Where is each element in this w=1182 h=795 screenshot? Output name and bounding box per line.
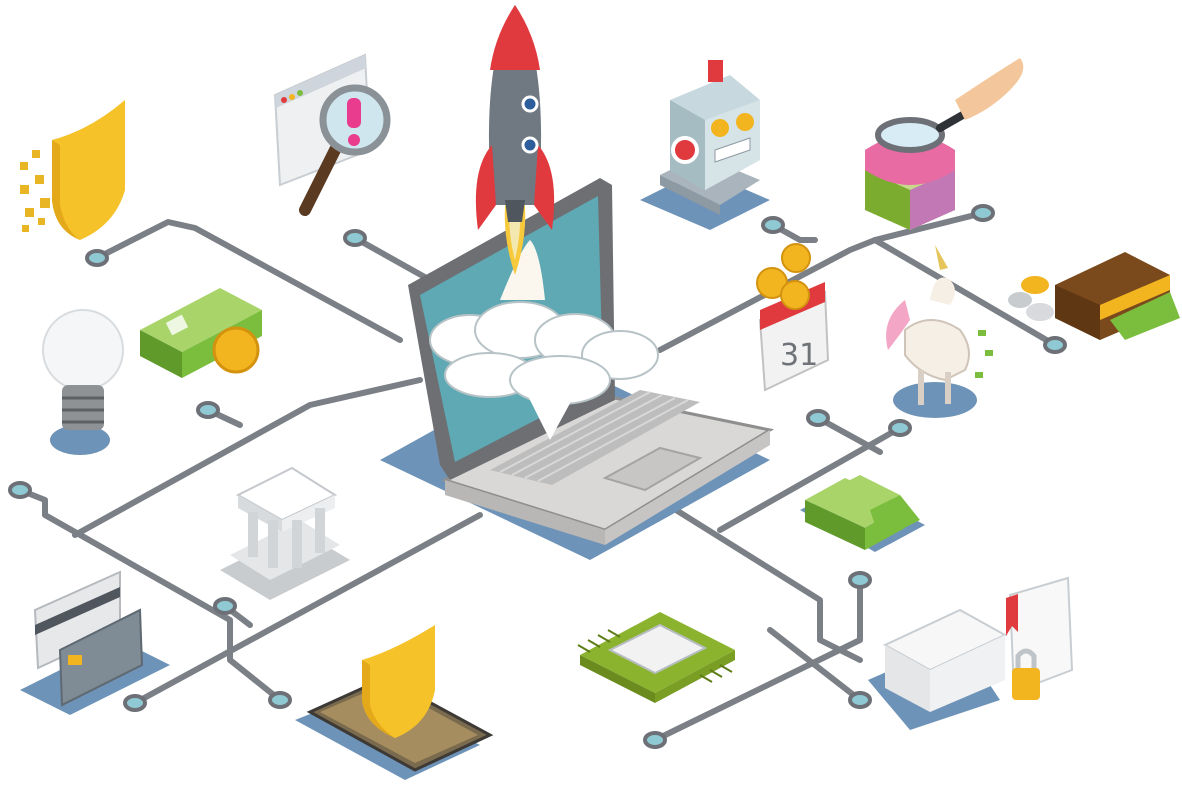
smartphone-shield-icon bbox=[295, 625, 494, 780]
documents-lock-icon bbox=[868, 576, 1074, 730]
circuit-node bbox=[761, 216, 785, 234]
money-coin-icon bbox=[140, 288, 262, 378]
circuit-lines bbox=[17, 210, 1058, 743]
light-bulb-icon bbox=[42, 309, 124, 455]
microchip-icon bbox=[577, 612, 735, 703]
circuit-node bbox=[213, 597, 237, 615]
shield-icon bbox=[20, 100, 125, 240]
calendar-coins-icon: 31 bbox=[756, 243, 830, 392]
magnifier-browser-icon bbox=[273, 53, 391, 216]
pie-chart-magnifier-icon bbox=[865, 58, 1024, 230]
circuit-node bbox=[848, 691, 872, 709]
bank-icon bbox=[220, 466, 350, 600]
calendar-day-text: 31 bbox=[780, 338, 818, 373]
circuit-node bbox=[971, 204, 995, 222]
circuit-nodes bbox=[8, 204, 1067, 749]
credit-cards-icon bbox=[20, 570, 170, 715]
cloud-smoke-icon bbox=[429, 240, 659, 440]
circuit-node bbox=[123, 694, 147, 712]
circuit-node bbox=[85, 249, 109, 267]
circuit-node bbox=[196, 401, 220, 419]
robot-icon bbox=[640, 60, 770, 230]
circuit-node bbox=[343, 229, 367, 247]
money-stack-icon bbox=[800, 475, 925, 552]
circuit-node bbox=[1043, 336, 1067, 354]
circuit-node bbox=[268, 691, 292, 709]
unicorn-icon bbox=[886, 245, 993, 418]
circuit-node bbox=[8, 481, 32, 499]
circuit-node bbox=[643, 731, 667, 749]
wallet-icon bbox=[1008, 252, 1180, 340]
circuit-node bbox=[888, 419, 912, 437]
circuit-node bbox=[806, 409, 830, 427]
circuit-node bbox=[848, 571, 872, 589]
rocket-icon bbox=[475, 5, 555, 275]
